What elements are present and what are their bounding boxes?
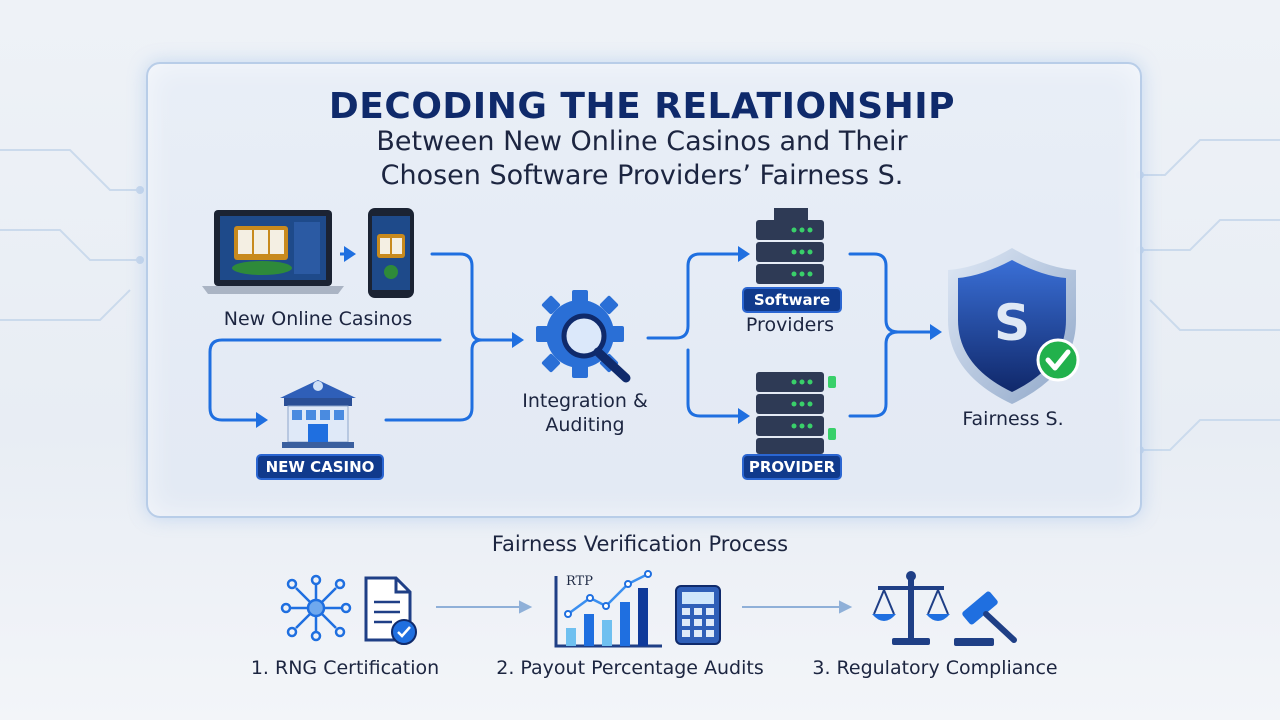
software-badge: Software	[742, 287, 842, 313]
subtitle-line-2: Chosen Software Providers’ Fairness S.	[380, 160, 904, 191]
process-section-title: Fairness Verification Process	[491, 532, 789, 556]
new-casino-badge: NEW CASINO	[256, 454, 384, 480]
step-payout-audits: 2. Payout Percentage Audits	[496, 657, 764, 679]
certificate-document-icon	[364, 576, 417, 645]
phone-icon	[368, 208, 414, 298]
rtp-label: RTP	[566, 574, 593, 589]
gavel-icon	[954, 591, 1017, 646]
calculator-icon	[675, 585, 721, 645]
provider-server-icon	[756, 372, 836, 454]
step-rng-certification: 1. RNG Certification	[250, 657, 440, 679]
gear-magnifier-icon	[536, 290, 631, 383]
rtp-bar-chart-icon	[554, 570, 662, 648]
integration-label-line-2: Auditing	[545, 414, 625, 436]
connector-lines	[208, 252, 932, 422]
online-casinos-label: New Online Casinos	[223, 308, 413, 330]
shield-check-icon	[948, 248, 1080, 404]
software-server-icon	[756, 208, 824, 284]
rng-chip-icon	[280, 574, 352, 642]
subtitle-line-1: Between New Online Casinos and Their	[376, 126, 908, 157]
scales-of-justice-icon	[872, 571, 950, 645]
integration-label-line-1: Integration &	[522, 390, 648, 412]
provider-badge: PROVIDER	[742, 454, 842, 480]
casino-building-icon	[280, 380, 356, 448]
fairness-label: Fairness S.	[962, 408, 1064, 430]
step-regulatory-compliance: 3. Regulatory Compliance	[812, 657, 1058, 679]
page-title: DECODING THE RELATIONSHIP	[328, 86, 956, 127]
process-arrows	[436, 600, 853, 614]
laptop-icon	[202, 210, 344, 294]
shield-letter: S	[993, 294, 1030, 352]
software-providers-label: Providers	[745, 314, 835, 336]
